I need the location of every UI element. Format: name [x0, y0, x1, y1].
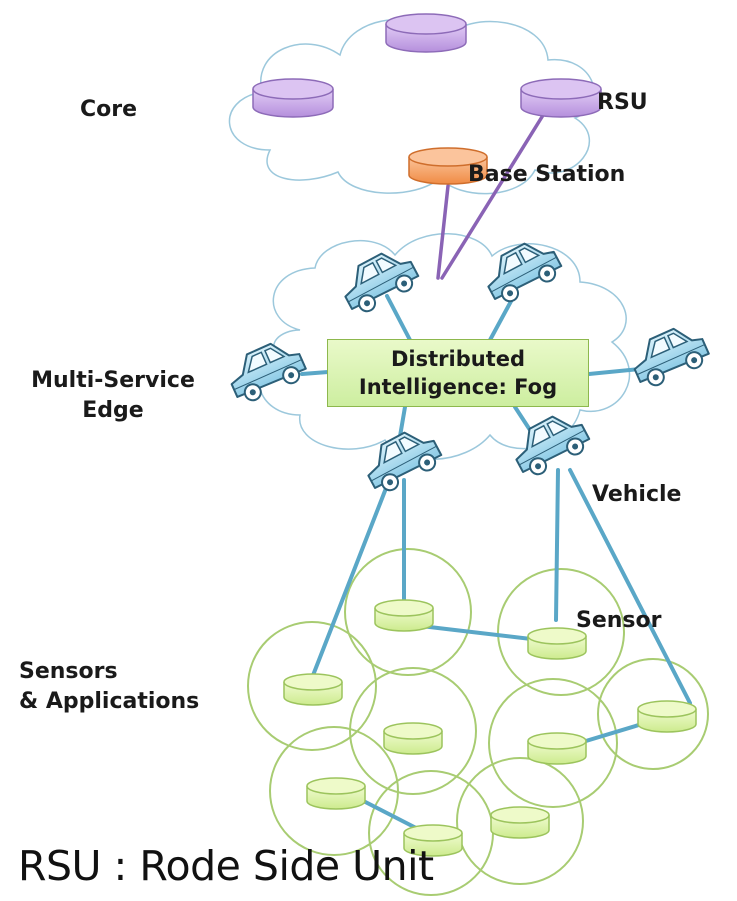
link-base-station-to-edge: [436, 184, 450, 280]
fog-label-line1: Distributed: [390, 346, 526, 371]
layer-label-sensors-line2: & Applications: [19, 688, 200, 714]
sensor-coverage-rings: [247, 548, 709, 896]
sensor-ring: [247, 621, 377, 751]
sensor-ring: [344, 548, 472, 676]
link-car-to-sensor: [308, 476, 392, 685]
footer-note: RSU : Rode Side Unit: [18, 842, 434, 890]
base-station-cylinder: [408, 147, 488, 185]
layer-label-edge-line1: Multi-Service: [31, 368, 195, 393]
sensor-ring: [497, 568, 625, 696]
sensor-label: Sensor: [576, 608, 662, 633]
sensor-ring: [349, 667, 477, 795]
sensor-ring: [269, 726, 399, 856]
link-car-to-sensor: [554, 468, 560, 622]
sensor-icon: [490, 806, 550, 839]
sensor-icon: [283, 673, 343, 706]
vehicle-label: Vehicle: [592, 482, 682, 507]
layer-label-edge: Multi-Service Edge: [13, 366, 213, 425]
core-links: [436, 110, 547, 280]
core-cloud: [228, 18, 595, 195]
rsu-label: RSU: [597, 90, 648, 115]
link-rsu-to-edge: [440, 110, 547, 280]
sensor-ring: [488, 678, 618, 808]
fog-label-line2: Intelligence: Fog: [358, 375, 558, 399]
vehicle-icon: [625, 318, 714, 393]
rsu-cylinder-left: [252, 78, 334, 118]
layer-label-edge-line2: Edge: [82, 397, 144, 423]
base-station-label: Base Station: [468, 162, 626, 187]
sensor-ring: [597, 658, 709, 770]
link-car-to-fog: [385, 294, 412, 342]
sensor-icon: [306, 777, 366, 810]
link-car-to-fog: [300, 370, 330, 376]
rsu-cylinder-top: [385, 13, 467, 53]
sensor-icon: [383, 722, 443, 755]
fog-box: Distributed Intelligence: Fog: [327, 339, 589, 407]
sensor-icon: [637, 700, 697, 733]
layer-label-sensors: Sensors & Applications: [19, 657, 199, 716]
layer-label-sensors-line1: Sensors: [19, 659, 118, 684]
rsu-cylinder-right: [520, 78, 602, 118]
sensor-icon: [527, 732, 587, 765]
link-car-to-fog: [513, 405, 532, 432]
layer-label-core: Core: [80, 97, 138, 122]
sensor-icon: [374, 599, 434, 632]
link-car-to-fog: [587, 367, 642, 376]
link-car-to-sensor: [568, 468, 692, 705]
sensor-ring: [456, 757, 584, 885]
